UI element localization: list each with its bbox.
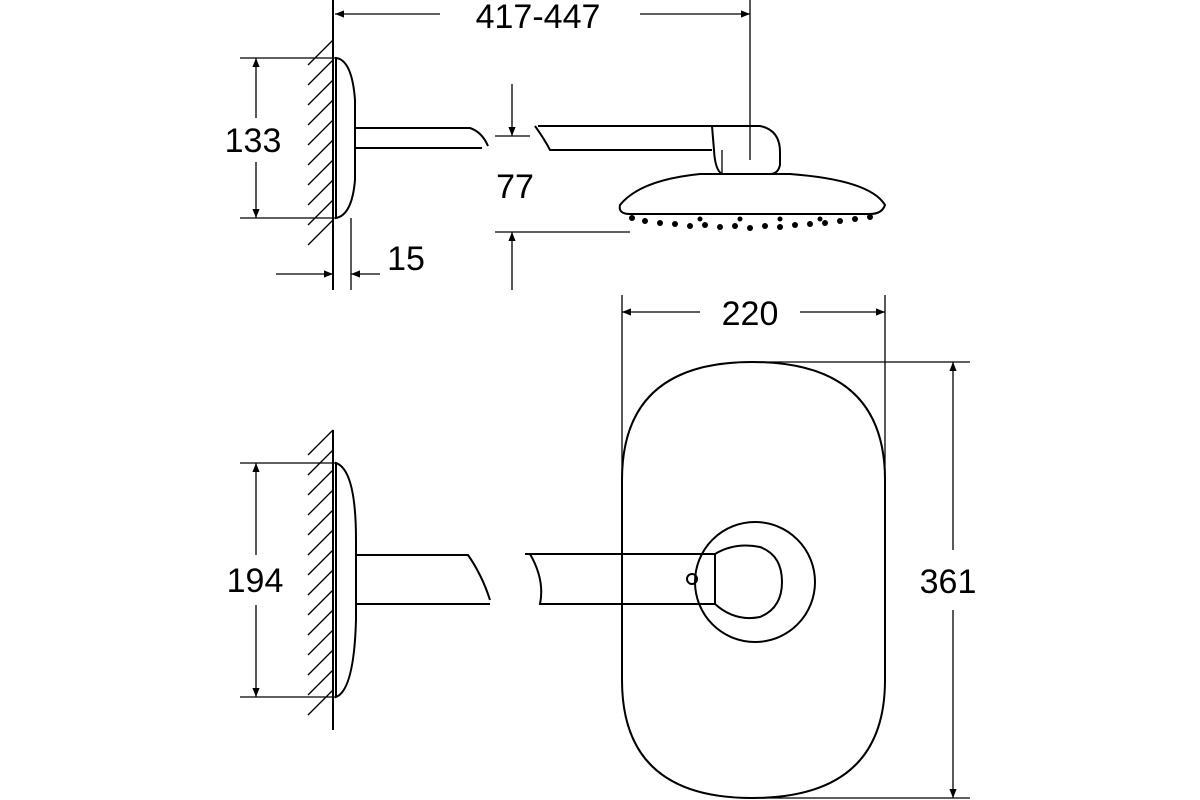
dim-label-plate-width: 220 — [722, 295, 779, 333]
dim-label-plate-height-side-lower: 194 — [227, 562, 284, 600]
shower-head-nozzles — [629, 214, 873, 231]
bottom-side-view: 194 — [227, 429, 491, 730]
dim-label-head-height: 77 — [496, 168, 534, 206]
dim-label-plate-height-front: 361 — [920, 563, 977, 601]
wall-hatching-top — [307, 39, 334, 246]
shower-head-profile — [618, 173, 887, 215]
front-plate-oval — [621, 360, 886, 800]
front-view: 220 361 — [525, 295, 977, 800]
front-arm-screw — [686, 573, 698, 585]
front-arm-end — [714, 544, 784, 620]
front-rosette — [694, 521, 816, 643]
shower-arm-right-top — [534, 125, 712, 151]
shower-arm-left-top — [355, 127, 489, 149]
arm-joint — [710, 125, 781, 175]
wall-plate-profile-top — [335, 56, 356, 220]
wall-hatching-bottom — [307, 429, 334, 716]
top-side-view: 417-447 133 77 15 — [225, 0, 887, 290]
dim-label-plate-depth: 15 — [387, 240, 425, 278]
dim-label-plate-height-side: 133 — [225, 122, 282, 160]
dim-label-arm-length: 417-447 — [476, 0, 601, 36]
shower-arm-left-bottom — [356, 554, 491, 605]
wall-plate-profile-bottom — [335, 461, 357, 699]
